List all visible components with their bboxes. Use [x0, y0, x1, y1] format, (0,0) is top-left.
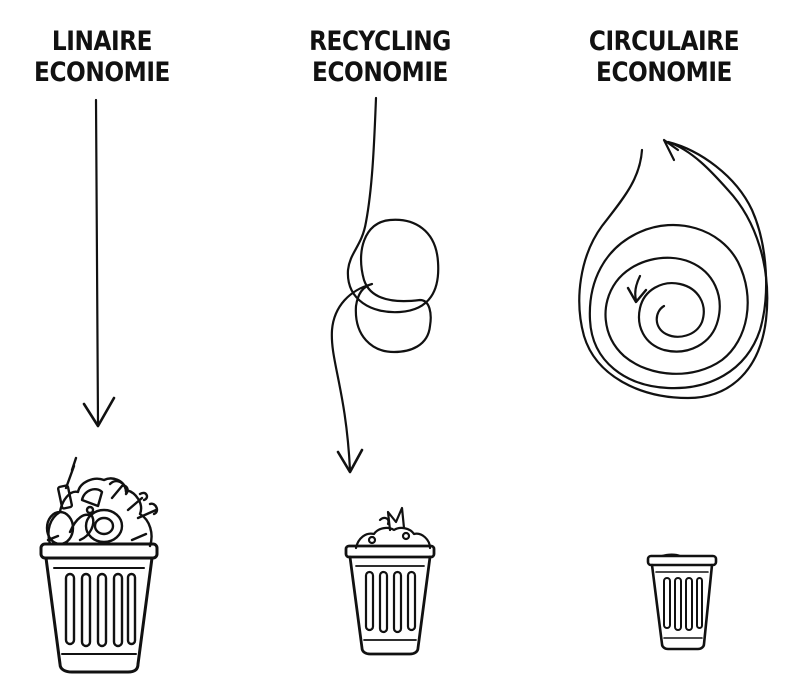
loop-arrow-icon [330, 96, 440, 474]
title-line-2: ECONOMIE [34, 57, 170, 88]
full-trash-can-icon [39, 456, 159, 674]
linear-economy-title: LINAIRE ECONOMIE [7, 26, 196, 88]
recycling-economy-title: RECYCLING ECONOMIE [285, 26, 474, 88]
straight-arrow-icon [82, 98, 116, 428]
title-line-2: ECONOMIE [312, 57, 448, 88]
title-line-1: CIRCULAIRE [588, 26, 740, 57]
title-line-1: RECYCLING [309, 26, 451, 57]
circular-spiral-icon [578, 138, 769, 400]
title-line-2: ECONOMIE [596, 57, 732, 88]
small-trash-can-icon [646, 553, 718, 651]
medium-trash-can-icon [344, 506, 436, 656]
title-line-1: LINAIRE [51, 26, 153, 57]
circular-economy-title: CIRCULAIRE ECONOMIE [569, 26, 758, 88]
